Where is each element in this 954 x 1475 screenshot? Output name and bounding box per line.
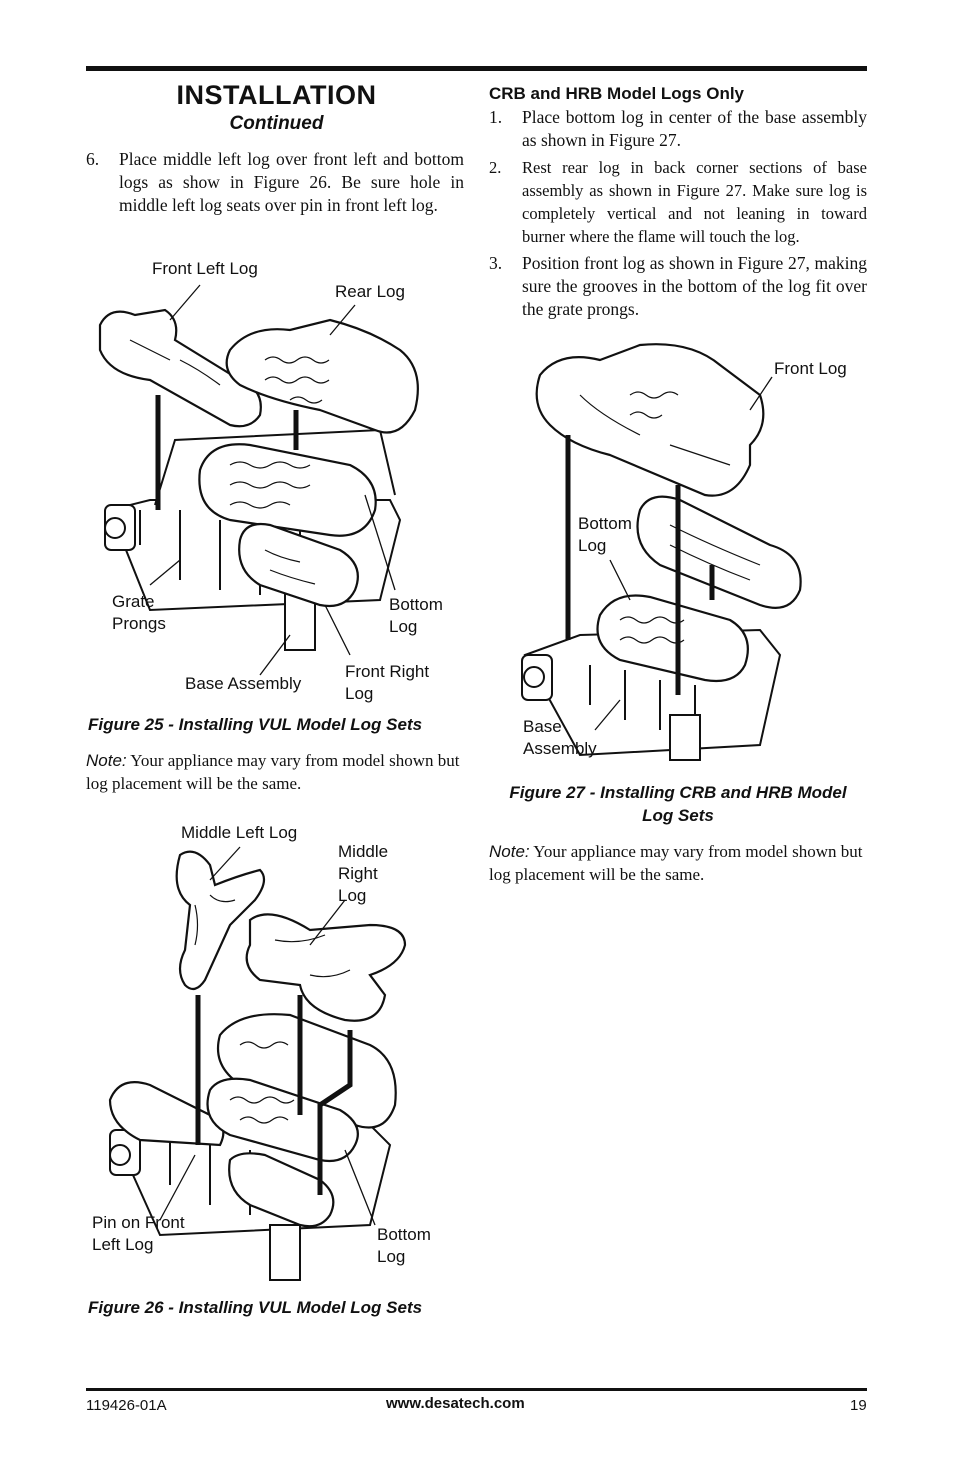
- label-bottom-log-26: Bottom Log: [377, 1225, 431, 1266]
- front-left-log: [98, 308, 262, 428]
- step-text: Place middle left log over front left an…: [119, 149, 464, 215]
- base-foot: [269, 1224, 301, 1281]
- step-number: 3.: [489, 253, 503, 273]
- step-1: 1. Place bottom log in center of the bas…: [489, 106, 867, 152]
- rear-log: [636, 495, 802, 609]
- rear-log: [225, 318, 419, 434]
- base-foot: [669, 714, 701, 761]
- valve-knob: [104, 517, 126, 539]
- part-number: 119426-01A: [86, 1397, 167, 1414]
- valve-knob: [523, 666, 545, 688]
- step-number: 2.: [489, 158, 502, 177]
- label-rear-log: Rear Log: [335, 282, 405, 301]
- step-number: 1.: [489, 107, 503, 127]
- middle-left-log: [175, 850, 266, 991]
- figure-25-caption: Figure 25 - Installing VUL Model Log Set…: [88, 715, 423, 734]
- label-bottom-log: Bottom Log: [389, 595, 443, 636]
- label-front-left-log: Front Left Log: [152, 259, 258, 278]
- note-right: Note: Your appliance may vary from model…: [489, 840, 869, 886]
- note-label: Note:: [489, 842, 530, 861]
- subsection-heading: CRB and HRB Model Logs Only: [489, 84, 744, 103]
- note-label: Note:: [86, 751, 127, 770]
- label-front-right-log: Front Right Log: [345, 662, 430, 703]
- label-front-log: Front Log: [774, 359, 847, 378]
- figure-26-illustration: [108, 846, 407, 1281]
- grate-prongs: [589, 665, 696, 735]
- step-2: 2. Rest rear log in back corner sections…: [489, 156, 867, 248]
- bottom-log: [596, 594, 749, 683]
- section-subtitle: Continued: [229, 113, 324, 134]
- front-right-log: [238, 522, 359, 608]
- top-rule: [86, 66, 867, 71]
- front-right-log: [228, 1152, 335, 1228]
- step-6: 6. Place middle left log over front left…: [86, 148, 464, 217]
- middle-right-log: [245, 913, 407, 1022]
- bottom-rule: [86, 1388, 867, 1391]
- step-3: 3. Position front log as shown in Figure…: [489, 252, 867, 321]
- figure-26-caption: Figure 26 - Installing VUL Model Log Set…: [88, 1298, 423, 1317]
- label-grate-prongs: Grate Prongs: [112, 592, 166, 633]
- label-pin-on-front-left-log: Pin on Front Left Log: [92, 1213, 185, 1254]
- front-log: [535, 343, 765, 497]
- label-base-assembly-27: Base Assembly: [523, 717, 597, 758]
- section-title: INSTALLATION: [176, 80, 377, 110]
- step-text: Rest rear log in back corner sections of…: [522, 158, 867, 246]
- label-base-assembly: Base Assembly: [185, 674, 302, 693]
- arrow-middle-right-2: [317, 1030, 353, 1195]
- label-bottom-log-27: Bottom Log: [578, 514, 632, 555]
- step-number: 6.: [86, 149, 100, 169]
- website-url[interactable]: www.desatech.com: [386, 1395, 525, 1412]
- valve-knob: [109, 1144, 131, 1166]
- step-text: Position front log as shown in Figure 27…: [522, 253, 867, 319]
- page-number: 19: [850, 1397, 867, 1414]
- figure-25-illustration: [98, 284, 419, 676]
- step-text: Place bottom log in center of the base a…: [522, 107, 867, 150]
- label-middle-right-log: Middle Right Log: [338, 842, 389, 905]
- note-text: Your appliance may vary from model shown…: [86, 751, 460, 793]
- label-middle-left-log: Middle Left Log: [181, 823, 298, 842]
- note-text: Your appliance may vary from model shown…: [489, 842, 863, 884]
- grate-prongs: [139, 510, 301, 600]
- figure-27-caption: Figure 27 - Installing CRB and HRB Model…: [509, 783, 847, 825]
- note-left: Note: Your appliance may vary from model…: [86, 749, 466, 795]
- bottom-log: [198, 443, 377, 537]
- figure-27-illustration: [521, 343, 802, 761]
